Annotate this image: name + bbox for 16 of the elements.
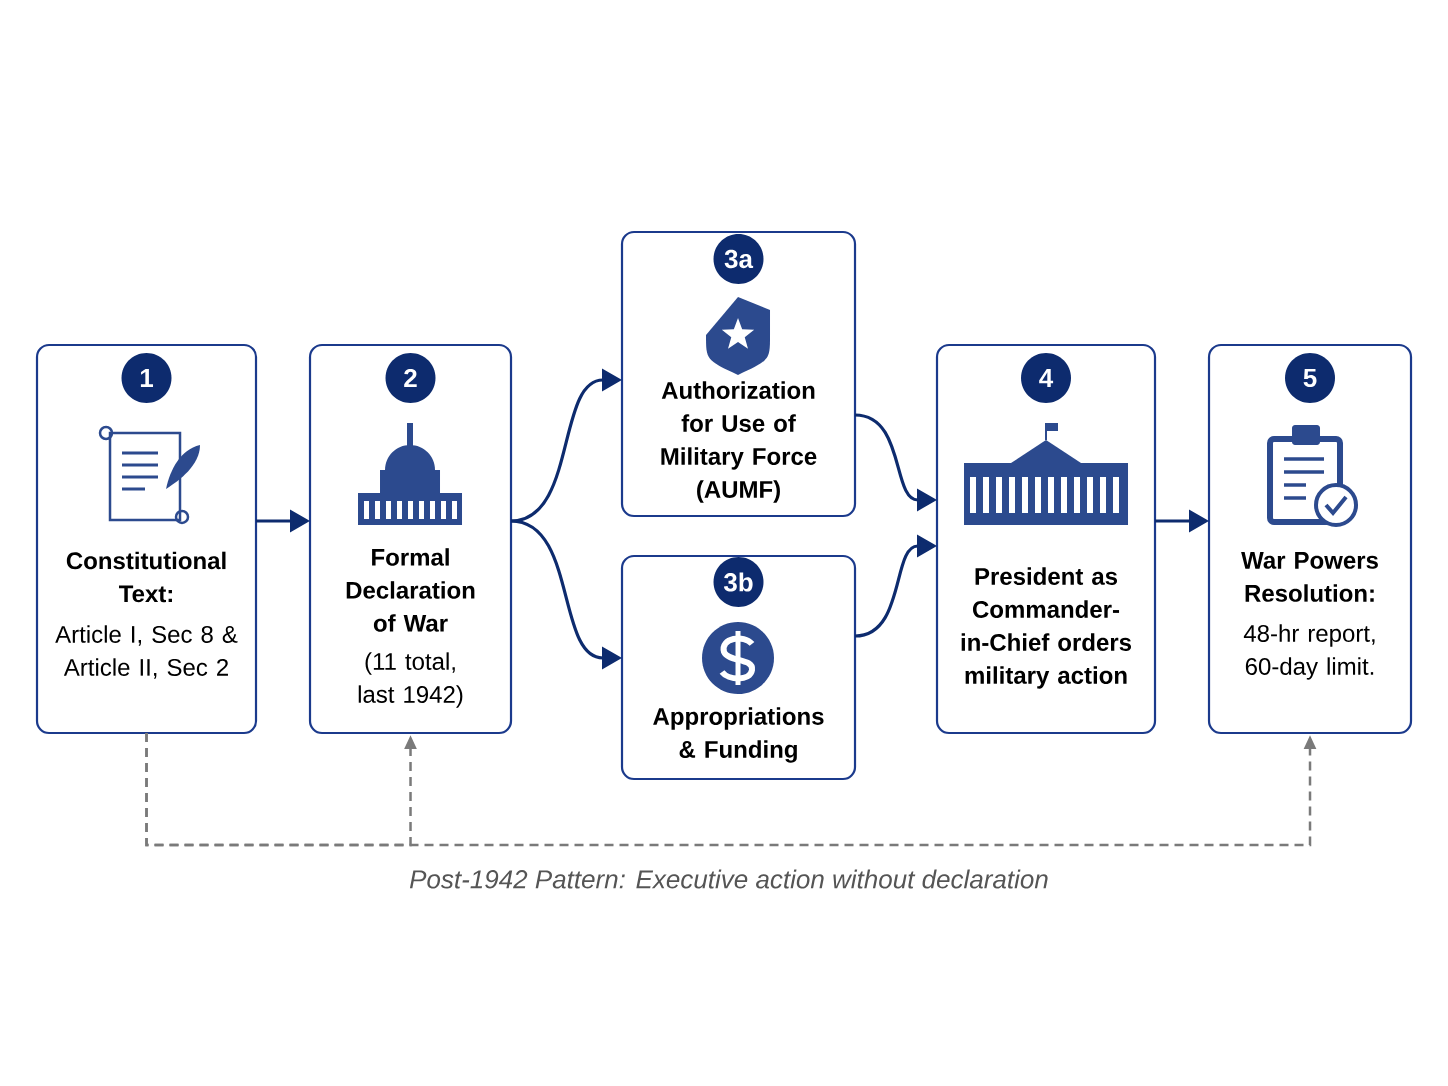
body-text: Article I, Sec 8 & Article II, Sec 2 bbox=[55, 625, 238, 679]
heading-text: Constitutional Text: bbox=[66, 551, 226, 603]
body-text: (11 total, last 1942) bbox=[358, 652, 463, 708]
heading-text: Formal Declaration of War bbox=[346, 548, 475, 632]
heading-text: President as Commander-in-Chief orders military action bbox=[961, 567, 1131, 689]
number-badge: 3b bbox=[713, 557, 764, 607]
body-text: 48-hr report, 60-day limit. bbox=[1243, 624, 1375, 680]
number-badge: 1 bbox=[121, 353, 172, 403]
number-badge: 4 bbox=[1021, 353, 1071, 403]
number-badge: 3a bbox=[713, 234, 764, 284]
number-badge: 5 bbox=[1285, 353, 1335, 403]
heading-text: War Powers Resolution: bbox=[1241, 552, 1378, 602]
heading-text: Authorization for Use of Military Force (AUMF) bbox=[661, 381, 817, 503]
caption-text: Post-1942 Pattern: Executive action without declaration bbox=[409, 869, 1048, 889]
heading-text: Appropriations & Funding bbox=[653, 707, 824, 763]
number-badge: 2 bbox=[385, 353, 436, 403]
